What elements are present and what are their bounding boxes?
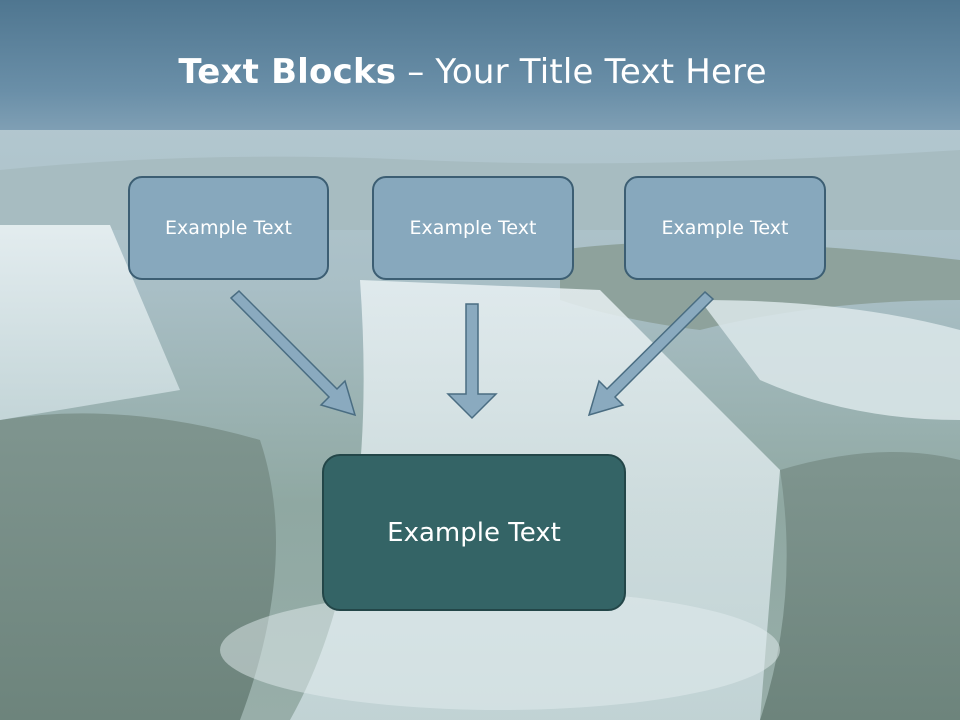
- main-text-block-label: Example Text: [387, 517, 561, 548]
- arrow-right-diagonal-icon[interactable]: [587, 290, 715, 417]
- text-block-1-label: Example Text: [165, 217, 292, 239]
- title-band: [0, 0, 960, 130]
- text-block-2-label: Example Text: [409, 217, 537, 239]
- arrow-down-icon[interactable]: [446, 303, 498, 420]
- main-text-block[interactable]: Example Text: [322, 454, 626, 611]
- text-block-2[interactable]: Example Text: [372, 176, 574, 280]
- title-rest-text: – Your Title Text Here: [396, 52, 767, 92]
- text-block-1[interactable]: Example Text: [128, 176, 329, 280]
- title-bold-text: Text Blocks: [178, 52, 397, 92]
- text-block-3[interactable]: Example Text: [624, 176, 826, 280]
- slide-title: Text Blocks – Your Title Text Here: [0, 52, 945, 92]
- text-block-3-label: Example Text: [661, 217, 789, 239]
- arrow-left-diagonal-icon[interactable]: [229, 289, 357, 417]
